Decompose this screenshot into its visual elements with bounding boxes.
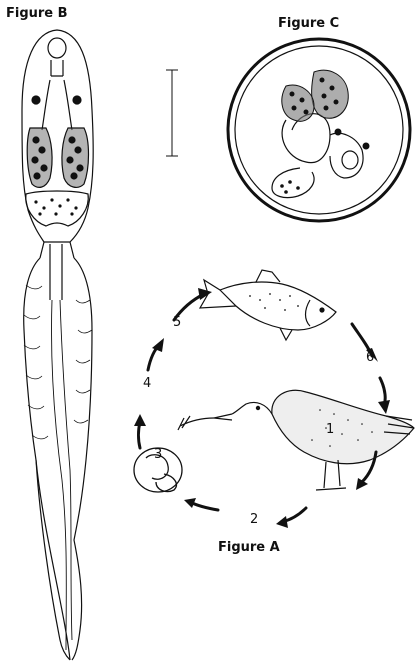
arrowhead-2	[276, 516, 288, 528]
bird-held-fish	[178, 416, 214, 430]
cyst-sucker	[342, 151, 358, 169]
eye-spot-right	[73, 96, 81, 104]
gonad-left	[27, 128, 52, 187]
snail-aperture	[156, 474, 176, 492]
figure-a-label: Figure A	[218, 540, 280, 555]
figure-b-worm	[22, 30, 93, 660]
figure-b-label: Figure B	[6, 6, 68, 21]
worm-body-outline	[24, 258, 92, 660]
cyst-tail-dots	[280, 180, 300, 194]
worm-neck	[40, 242, 74, 300]
step-6-number: 6	[366, 350, 374, 365]
step-3-number: 3	[154, 447, 162, 462]
cyst-eye-spot-1	[335, 129, 341, 135]
bird-body	[272, 390, 414, 463]
cyst-eye-spot-2	[363, 143, 369, 149]
gonad-right	[62, 128, 89, 187]
eye-spot-left	[32, 96, 40, 104]
arrow-2b	[190, 502, 218, 510]
arrowhead-6b	[378, 400, 390, 414]
egg-gland	[26, 191, 89, 226]
step-2-number: 2	[250, 512, 258, 527]
cyst-larva-tail	[272, 168, 314, 198]
fish-body	[220, 282, 336, 330]
fish-gill	[306, 300, 311, 326]
worm-internal-canal	[51, 300, 72, 650]
egg-dots	[34, 198, 77, 215]
bird-illustration	[178, 390, 414, 490]
pharynx	[51, 60, 63, 76]
fish-scales	[249, 293, 299, 311]
bird-head	[232, 402, 272, 414]
oral-sucker	[48, 38, 66, 58]
gut-branch-left	[42, 80, 50, 130]
scale-bar	[166, 70, 178, 156]
fish-eye	[320, 308, 324, 312]
fish-dorsal-fin	[256, 270, 280, 282]
arrowhead-1	[356, 478, 368, 490]
figure-c-label: Figure C	[278, 16, 339, 31]
cyst-larva-body	[282, 114, 330, 163]
step-4-number: 4	[143, 376, 151, 391]
arrowhead-3	[134, 414, 146, 426]
figure-c-cyst	[228, 39, 410, 221]
cyst-outer-wall	[228, 39, 410, 221]
cyst-larva-head	[330, 133, 363, 178]
worm-body-ripples	[24, 285, 92, 439]
bird-beak	[214, 414, 232, 420]
bird-eye	[256, 406, 259, 409]
gut-branch-right	[64, 80, 72, 130]
step-1-number: 1	[326, 422, 334, 437]
fish-illustration	[200, 270, 336, 340]
bird-legs	[316, 460, 346, 490]
step-5-number: 5	[173, 315, 181, 330]
